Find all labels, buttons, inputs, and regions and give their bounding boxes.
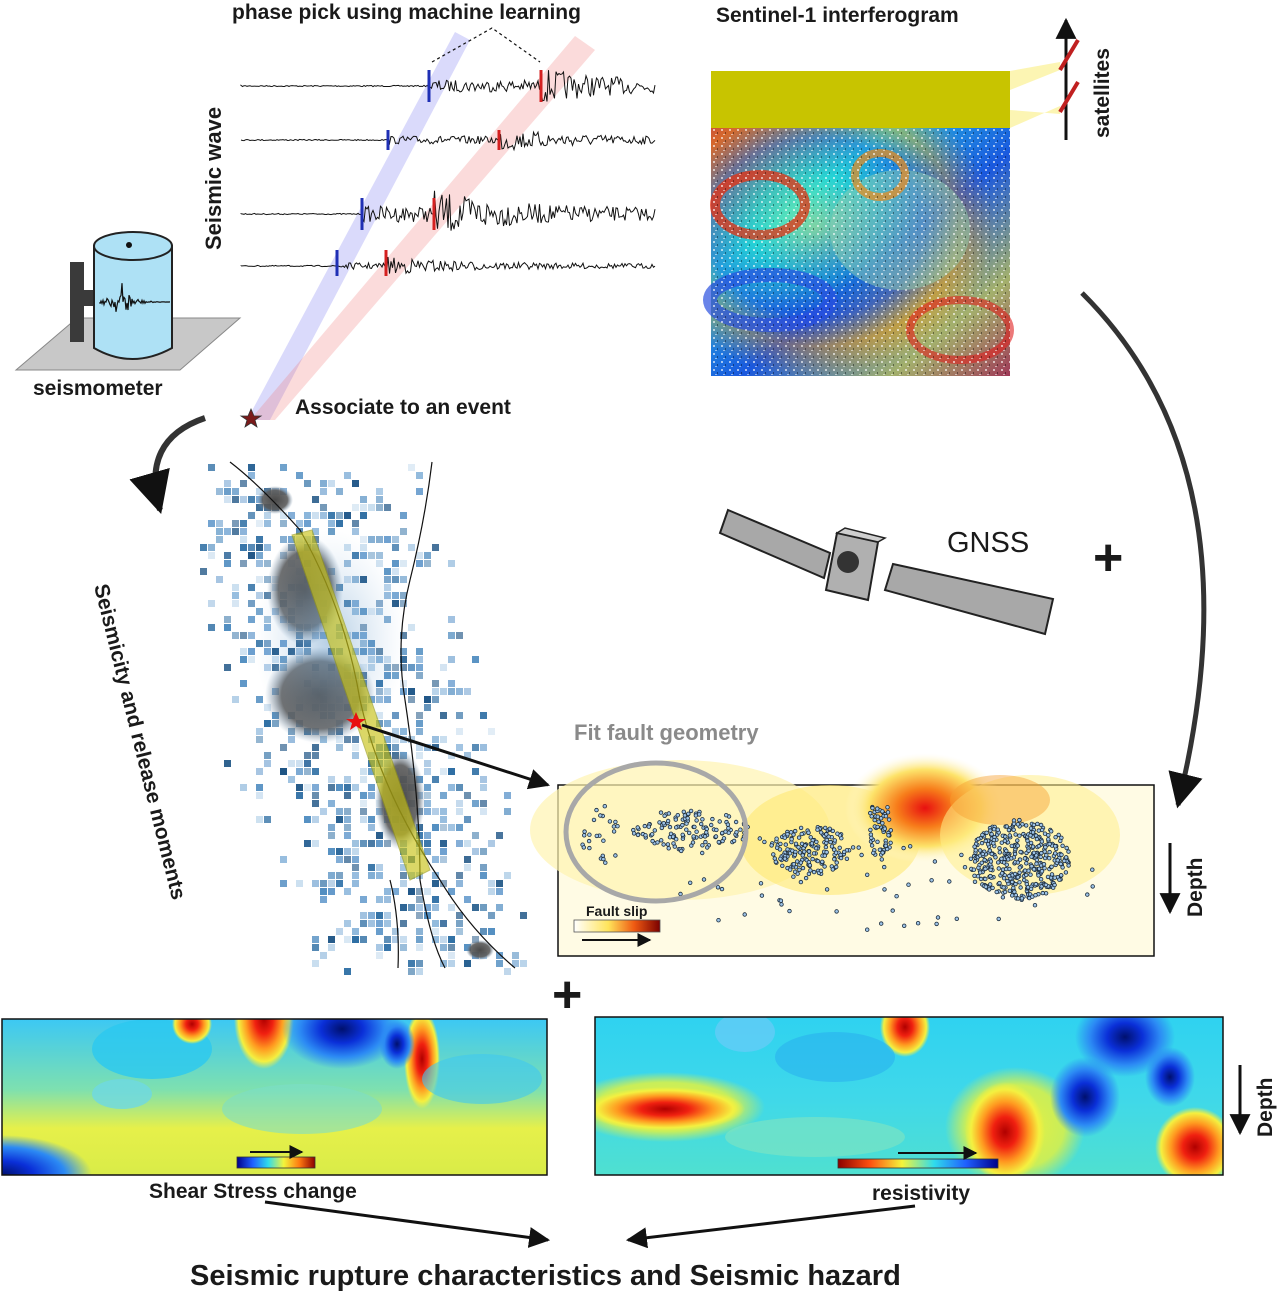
- arrow-resistivity-to-conclusion: [625, 1204, 916, 1249]
- seismometer-label: seismometer: [33, 377, 163, 400]
- fit-fault-label: Fit fault geometry: [574, 720, 759, 745]
- fit-fault-highlight: [563, 760, 749, 904]
- shear-stress-frame: [1, 1018, 548, 1176]
- plus-sign-center: +: [552, 966, 582, 1024]
- arrow-shear-to-conclusion: [264, 1200, 551, 1248]
- satellite-icon-2: [1058, 80, 1080, 114]
- seismicity-map: Seismicity and release moments: [89, 461, 550, 975]
- phase-picks: [335, 70, 543, 276]
- seismic-trace-1: [240, 70, 656, 102]
- resistivity-panel: resistivity Depth: [594, 1016, 1277, 1205]
- fault-slip-panel: Fit fault geometry Fault slip Depth: [530, 720, 1207, 957]
- seismic-wave-label: Seismic wave: [201, 107, 226, 250]
- seismic-trace-3: [240, 190, 656, 231]
- curved-arrow-left: [129, 415, 206, 515]
- gnss-antenna-icon: [837, 551, 859, 573]
- associate-label: Associate to an event: [295, 396, 511, 419]
- depth-label-upper: Depth: [1184, 858, 1207, 918]
- seismicity-label: Seismicity and release moments: [89, 582, 190, 902]
- mainshock-star-icon: [346, 712, 366, 730]
- pick-pointer-lines: [431, 27, 541, 63]
- resistivity-frame: [594, 1016, 1224, 1176]
- fault-slip-colorbar: [573, 919, 661, 933]
- conclusion-title: Seismic rupture characteristics and Seis…: [190, 1260, 901, 1292]
- gnss-label: GNSS: [947, 527, 1029, 559]
- gnss-satellite-illustration: GNSS: [718, 508, 1055, 636]
- resistivity-colorbar: [837, 1158, 999, 1169]
- shear-stress-panel: Shear Stress change: [1, 1018, 548, 1203]
- event-star-icon: [239, 407, 263, 428]
- fault-slip-label: Fault slip: [586, 903, 647, 919]
- gnss-solar-panel-right: [883, 562, 1055, 636]
- seismic-trace-2: [240, 130, 656, 152]
- satellites-label: satellites: [1091, 48, 1114, 138]
- p-wave-moveout-band: [247, 32, 470, 420]
- depth-label-lower: Depth: [1254, 1078, 1277, 1138]
- s-wave-moveout-band: [250, 36, 595, 420]
- shear-stress-label: Shear Stress change: [149, 1180, 357, 1203]
- seismic-trace-4: [240, 256, 656, 275]
- seismic-traces: [240, 70, 656, 275]
- seismometer-mount: [70, 262, 84, 342]
- aftershock-hypocenters: [580, 804, 1095, 932]
- satellite-icon-1: [1058, 38, 1080, 72]
- seismometer-arm: [80, 290, 94, 306]
- seismogram-icon: [99, 283, 171, 312]
- seismometer-top: [93, 231, 173, 261]
- gnss-solar-panel-left: [718, 508, 832, 580]
- phase-pick-label: phase pick using machine learning: [232, 1, 581, 24]
- insar-strip: [711, 71, 1010, 128]
- fault-plane-band: [291, 529, 431, 881]
- seismic-wave-panel: phase pick using machine learning Seismi…: [201, 1, 656, 428]
- insar-panel: Sentinel-1 interferogram satellites: [703, 4, 1114, 376]
- arrow-to-fault-geometry: [361, 723, 550, 790]
- seismometer-illustration: seismometer: [14, 231, 242, 400]
- curved-arrow-right: [1080, 291, 1207, 809]
- shear-stress-colorbar: [236, 1156, 316, 1169]
- sentinel-label: Sentinel-1 interferogram: [716, 4, 959, 27]
- resistivity-label: resistivity: [872, 1182, 970, 1205]
- plus-sign-right: +: [1093, 529, 1123, 587]
